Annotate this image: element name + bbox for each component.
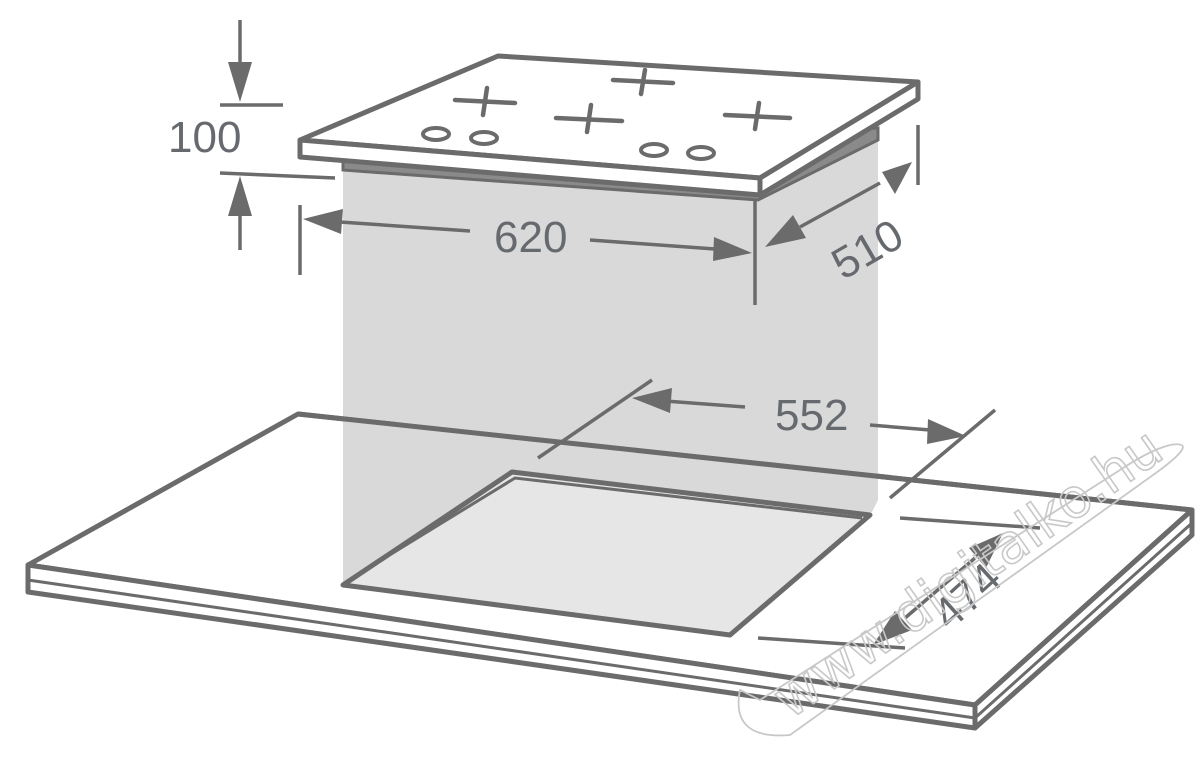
cutout-width-right-extension	[888, 408, 997, 500]
cutout-depth-leader	[903, 556, 977, 620]
cutout	[340, 469, 873, 638]
cutout-inner-edge	[351, 476, 863, 580]
height-label: 100	[168, 113, 241, 162]
cutout-depth-back-arrowhead	[969, 533, 1003, 568]
width-right-leader	[589, 238, 716, 251]
depth-leader	[799, 181, 881, 229]
knob-1	[421, 126, 451, 142]
control-knobs	[421, 126, 716, 161]
burner-marks	[452, 67, 793, 135]
height-lower-arrowhead	[228, 176, 252, 216]
knob-3	[639, 142, 669, 158]
watermark-outline	[737, 443, 1184, 737]
burner-mark-4	[722, 100, 793, 132]
dimension-cutout-width: 552	[537, 378, 997, 500]
dimension-height: 100	[168, 20, 336, 250]
cutout-width-left-extension	[537, 378, 653, 460]
cutout-opening	[340, 469, 873, 638]
cutout-depth-front-arrowhead	[873, 611, 912, 645]
knob-4	[686, 145, 716, 161]
width-right-arrowhead	[713, 237, 752, 261]
cutout-width-left-leader	[664, 399, 746, 409]
cutout-depth-front-extension	[757, 636, 906, 650]
cutout-depth-back-extension	[899, 516, 1041, 530]
burner-mark-3	[553, 102, 625, 135]
depth-back-arrowhead	[882, 162, 912, 194]
hob-side-face	[757, 79, 921, 198]
width-left-arrowhead	[303, 209, 343, 234]
cutout-width-label: 552	[775, 391, 848, 440]
height-bottom-extension	[219, 171, 336, 180]
countertop-front-edge-line	[27, 578, 976, 720]
width-label: 620	[494, 213, 567, 262]
cutout-width-right-leader	[869, 423, 931, 432]
width-left-leader	[339, 220, 471, 233]
height-upper-arrowhead	[228, 62, 252, 102]
dimension-width: 620	[298, 200, 757, 305]
cutout-width-right-arrowhead	[927, 419, 966, 444]
countertop-side-edge-line	[973, 521, 1194, 720]
cutout-width-left-arrowhead	[632, 388, 672, 413]
hob	[297, 53, 921, 202]
depth-front-arrowhead	[765, 215, 806, 247]
knob-2	[469, 130, 499, 146]
burner-mark-2	[610, 67, 676, 97]
countertop-back-edge	[297, 411, 1193, 513]
burner-mark-1	[452, 85, 518, 118]
